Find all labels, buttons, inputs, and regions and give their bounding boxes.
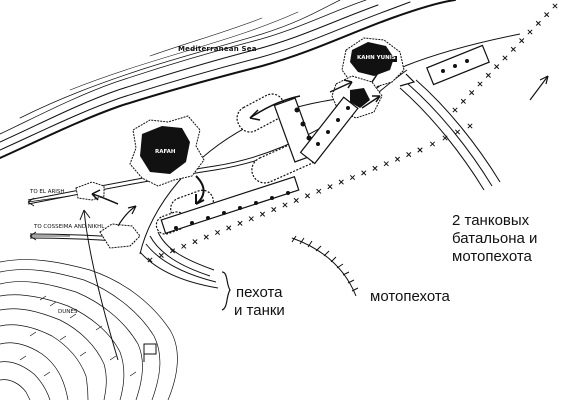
front-line-mark [502, 55, 508, 61]
front-line-mark [361, 170, 367, 176]
front-line-mark [282, 202, 288, 208]
front-line-mark [327, 184, 333, 190]
front-line-mark [372, 165, 378, 171]
road-fork-position [99, 223, 141, 249]
unit-column-center [299, 96, 359, 165]
front-line-mark [349, 174, 356, 181]
front-line-mark [394, 156, 401, 162]
unit-column-south [160, 175, 300, 235]
front-line-mark [203, 234, 209, 240]
front-line-mark [454, 129, 461, 135]
front-line-mark [477, 81, 483, 87]
flag-marker [143, 343, 157, 362]
front-line-mark [293, 197, 299, 203]
dunes-label: DUNES [58, 309, 78, 315]
east-arrow [529, 75, 549, 101]
front-line-mark [338, 179, 344, 185]
dunes-area [0, 259, 178, 400]
road-label-quseima: TO COSSEIMA AND NIKHL [34, 224, 105, 230]
front-line-mark [383, 161, 389, 167]
front-line-mark [494, 64, 500, 70]
front-line-mark [519, 38, 525, 44]
front-line-mark [467, 123, 473, 129]
rafah-label: RAFAH [154, 149, 177, 156]
road-label-el-arish: TO EL ARISH [30, 189, 65, 195]
motorized-infantry-arc [291, 235, 359, 297]
motorized-infantry-label: мотопехота [370, 288, 450, 305]
front-line-mark [406, 152, 412, 158]
unit-column-east [426, 44, 490, 86]
front-line-mark [469, 90, 475, 96]
front-line-mark [429, 141, 436, 147]
khan-yunis-label: KAHN YUNIS [356, 55, 397, 62]
front-line-mark [147, 257, 153, 263]
front-line-mark [192, 239, 198, 245]
front-line-mark [237, 220, 243, 226]
tank-battalions-line-2: батальона и [452, 230, 538, 247]
front-line-mark [485, 72, 491, 78]
front-line-mark [169, 248, 176, 254]
tank-battalions-line-1: 2 танковых [452, 212, 530, 229]
front-line-mark [510, 46, 516, 52]
front-line [147, 3, 558, 263]
front-line-mark [181, 243, 187, 249]
brace [221, 271, 231, 311]
front-line-mark [527, 29, 533, 35]
front-line-mark [226, 225, 232, 231]
infantry-tanks-line-2: и танки [234, 302, 285, 319]
front-line-mark [552, 3, 558, 9]
khan-yunis-outskirts [331, 75, 383, 119]
front-line-mark [417, 147, 423, 153]
front-line-mark [158, 252, 164, 258]
front-line-mark [259, 211, 266, 217]
front-line-mark [452, 107, 458, 113]
front-line-mark [460, 98, 466, 104]
front-line-mark [248, 216, 254, 222]
tank-battalions-line-3: мотопехота [452, 248, 532, 265]
infantry-tanks-line-1: пехота [236, 284, 283, 301]
front-line-mark [271, 207, 277, 213]
front-line-mark [214, 229, 221, 236]
front-line-mark [535, 20, 541, 26]
coastline [0, 0, 456, 159]
sea-label: Mediterranean Sea [178, 45, 257, 53]
front-line-mark [304, 193, 311, 199]
front-line-mark [316, 188, 322, 194]
front-line-mark [442, 135, 448, 141]
front-line-mark [544, 12, 550, 18]
